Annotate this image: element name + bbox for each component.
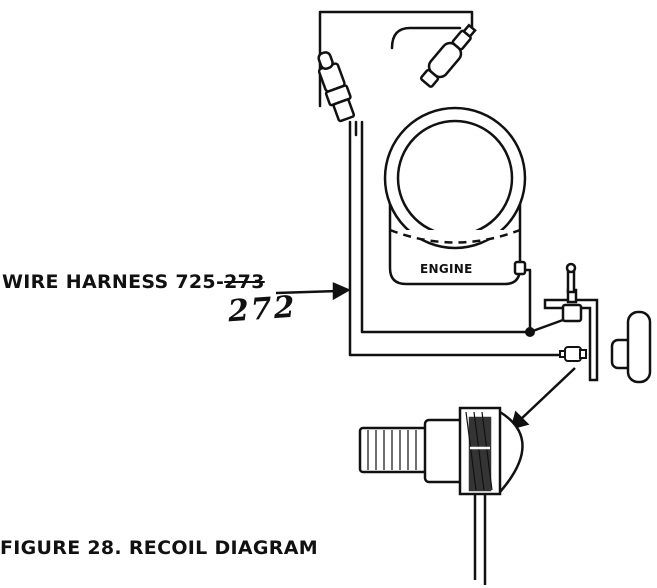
junction-dot <box>525 327 535 337</box>
wire-harness-prefix: WIRE HARNESS 725- <box>2 271 225 293</box>
handwritten-correction: 272 <box>226 289 298 330</box>
harness-arrow <box>275 282 351 301</box>
terminal-cutaway <box>358 406 524 585</box>
detail-arrow <box>510 367 576 430</box>
engine-label: ENGINE <box>420 262 473 276</box>
figure-caption: FIGURE 28. RECOIL DIAGRAM <box>0 537 318 559</box>
t-handle-knob <box>610 310 652 384</box>
wire-to-switch <box>528 318 565 334</box>
wire-upper-loop <box>390 26 462 50</box>
wire-harness-struck-number: 273 <box>224 271 265 293</box>
connector-left <box>317 51 356 123</box>
wire-harness-line-1 <box>348 120 582 357</box>
wire-harness-label: WIRE HARNESS 725-273 <box>2 271 265 293</box>
switch-bracket <box>543 262 599 382</box>
engine-body <box>383 106 527 286</box>
terminal-plug <box>559 346 587 362</box>
spark-plug-top <box>419 23 477 88</box>
